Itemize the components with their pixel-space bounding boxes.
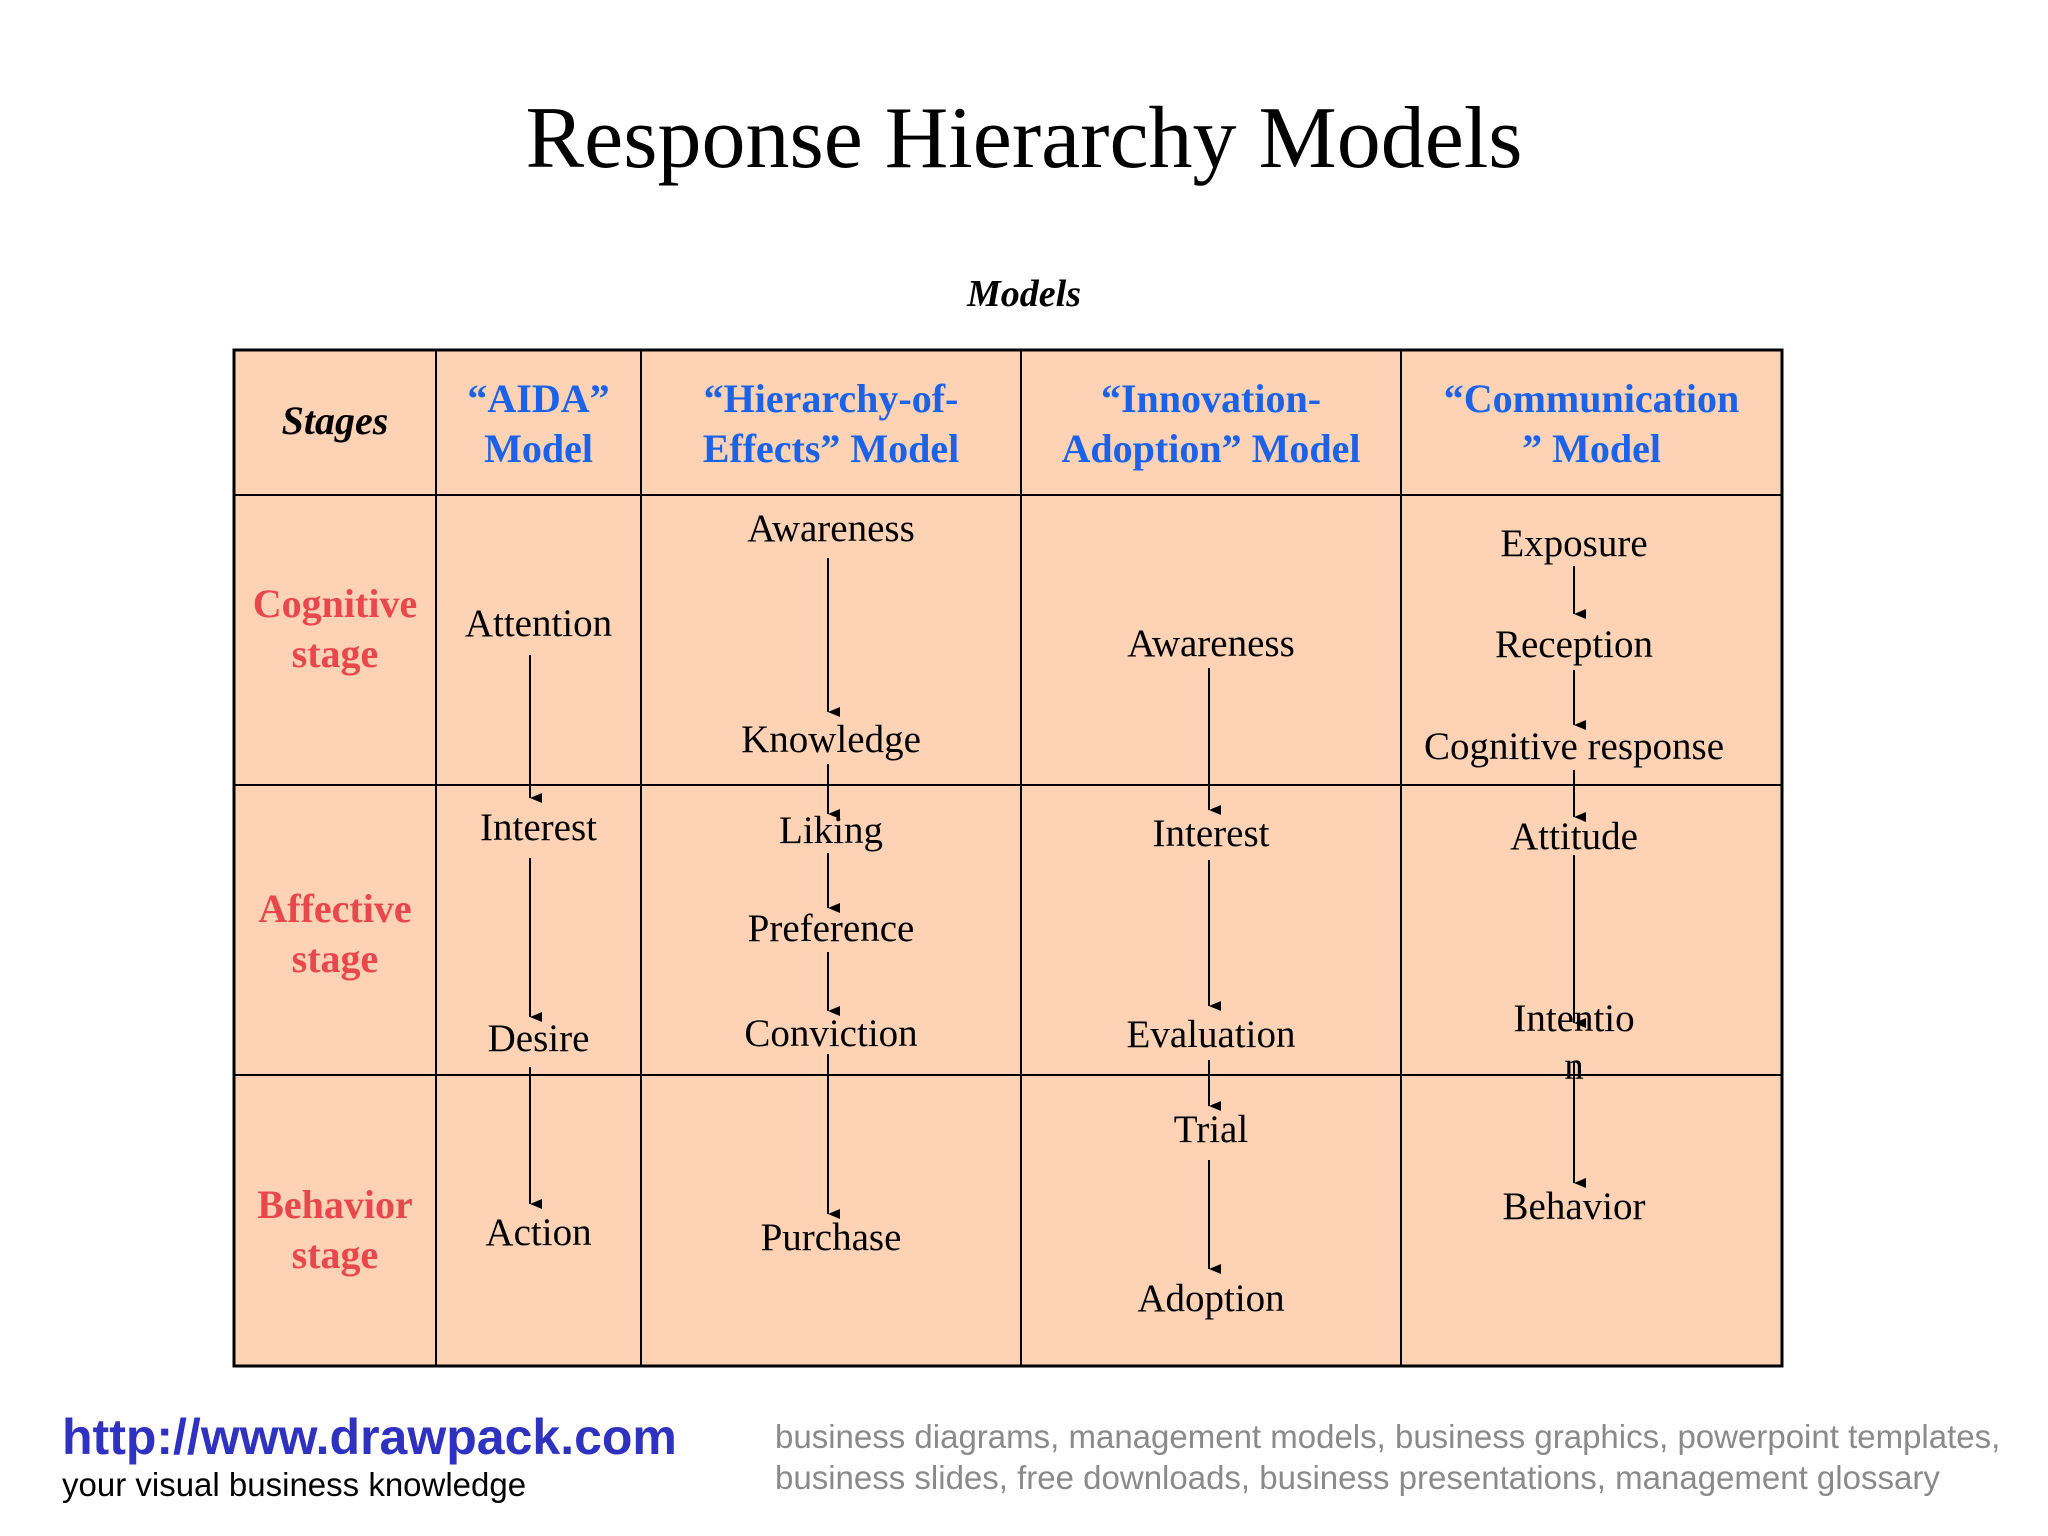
ia-awareness: Awareness [1127,622,1295,665]
stage-cognitive: Cognitive stage [234,579,436,679]
ia-interest: Interest [1152,812,1270,855]
aida-desire: Desire [487,1017,590,1060]
stage-line: stage [291,1232,379,1277]
stage-line: Cognitive [252,581,418,626]
stage-line: Behavior [257,1182,413,1227]
header-line: “Communication [1443,376,1740,421]
ia-adoption: Adoption [1137,1277,1285,1320]
page-title: Response Hierarchy Models [525,90,1523,187]
comm-intention-wrap: n [1564,1045,1584,1088]
comm-behavior: Behavior [1502,1185,1646,1228]
hoe-preference: Preference [747,907,915,950]
column-header-innovation-adoption: “Innovation- Adoption” Model [1021,374,1401,474]
header-line: “AIDA” [467,376,610,421]
stage-line: stage [291,631,379,676]
aida-interest: Interest [480,806,597,849]
footer-tagline: your visual business knowledge [62,1466,527,1503]
ia-trial: Trial [1173,1108,1249,1151]
comm-intention: Intentio [1513,997,1635,1040]
header-line: “Hierarchy-of- [703,376,959,421]
models-subtitle: Models [967,273,1081,315]
stage-line: Affective [258,886,412,931]
stages-header: Stages [281,398,389,443]
header-line: Effects” Model [702,426,960,471]
ia-evaluation: Evaluation [1126,1013,1296,1056]
stage-line: stage [291,936,379,981]
footer-url-link[interactable]: http://www.drawpack.com [62,1409,677,1465]
column-header-communication: “Communication ” Model [1401,374,1782,474]
hoe-knowledge: Knowledge [741,718,921,761]
footer-keywords: business diagrams, management models, bu… [775,1418,2001,1496]
column-header-hierarchy-of-effects: “Hierarchy-of- Effects” Model [641,374,1021,474]
aida-attention: Attention [464,602,613,645]
stage-behavior: Behavior stage [234,1180,436,1280]
comm-reception: Reception [1494,623,1654,666]
stage-affective: Affective stage [234,884,436,984]
hoe-awareness: Awareness [747,507,915,550]
column-header-aida: “AIDA” Model [436,374,641,474]
hoe-liking: Liking [779,809,883,852]
header-line: Model [484,426,593,471]
header-line: ” Model [1522,426,1661,471]
header-line: “Innovation- [1100,376,1322,421]
aida-action: Action [485,1211,592,1254]
comm-exposure: Exposure [1500,522,1648,565]
comm-cognitive-response: Cognitive response [1423,725,1725,768]
table-background [232,348,1784,1368]
comm-attitude: Attitude [1510,815,1638,858]
header-line: Adoption” Model [1061,426,1361,471]
hoe-conviction: Conviction [744,1012,918,1055]
hoe-purchase: Purchase [760,1216,902,1259]
